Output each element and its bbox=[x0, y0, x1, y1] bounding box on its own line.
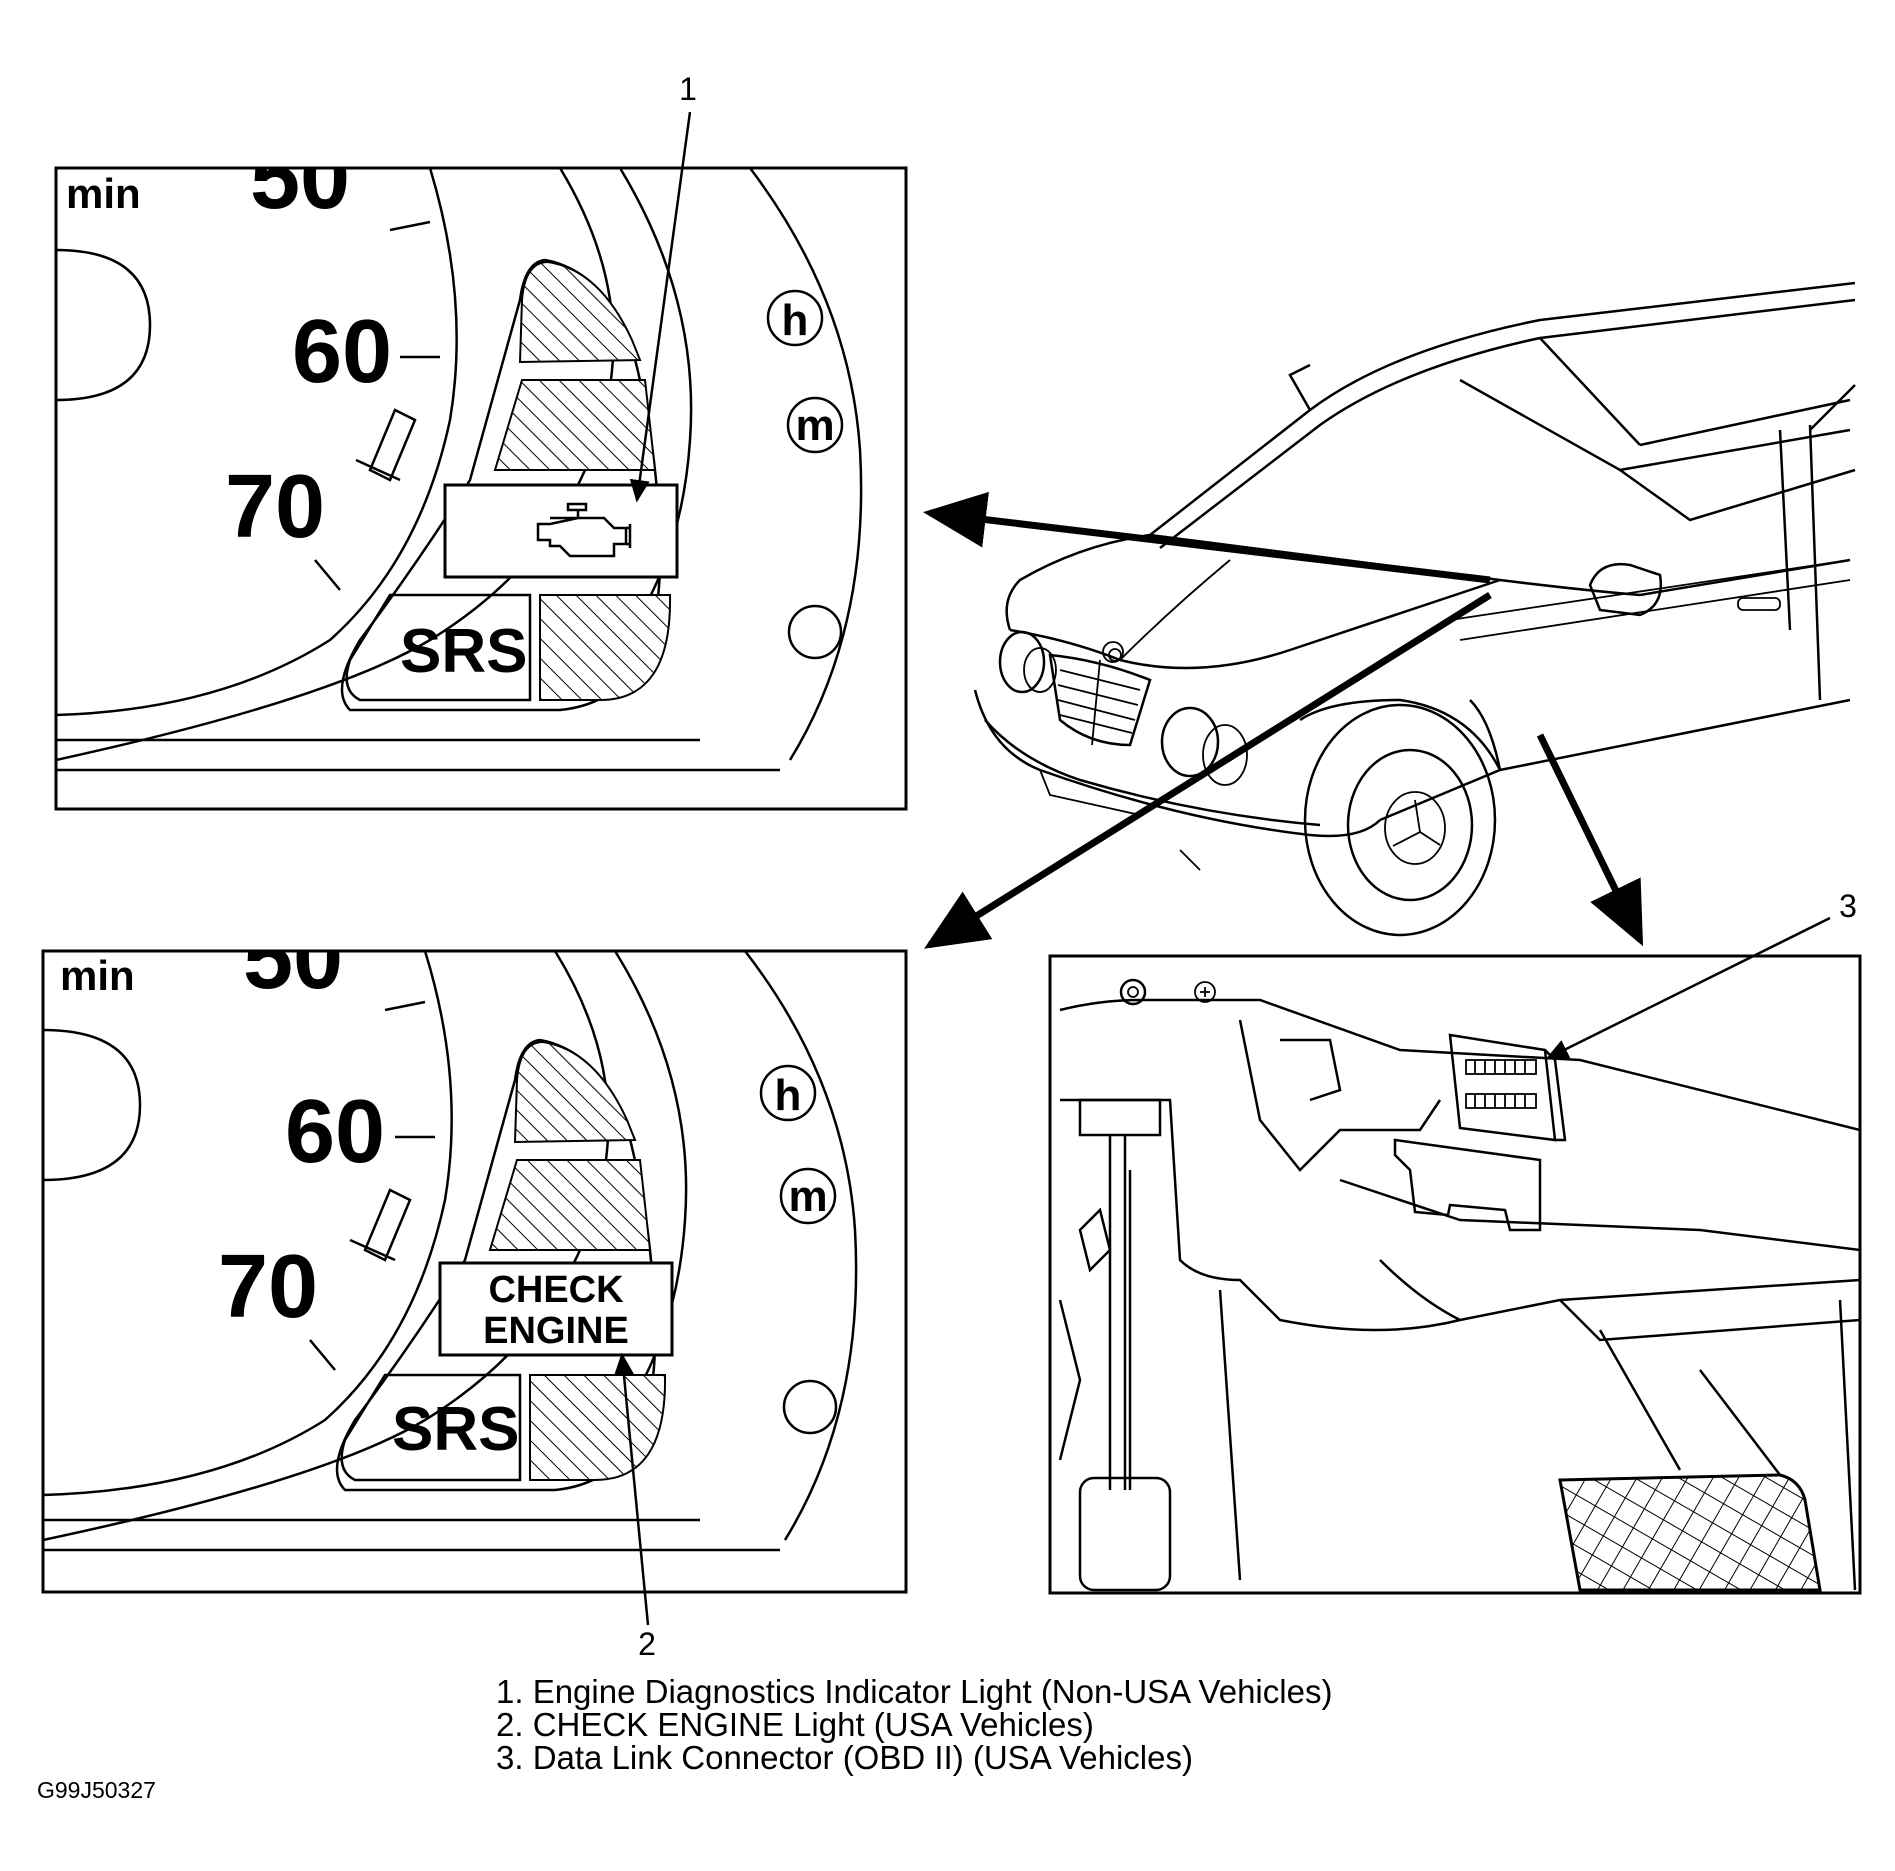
pointer-arrows bbox=[923, 491, 1644, 949]
srs-label: SRS bbox=[400, 617, 527, 686]
callout-number: 1 bbox=[679, 71, 697, 107]
minute-circle bbox=[786, 396, 844, 454]
hour-label: h bbox=[775, 1071, 802, 1120]
gauge-number-60: 60 bbox=[285, 1082, 385, 1182]
engine-icon bbox=[536, 502, 632, 558]
accelerator-pedal bbox=[1558, 1473, 1822, 1592]
legend-item-1: 1. Engine Diagnostics Indicator Light (N… bbox=[496, 1673, 1332, 1710]
hour-circle bbox=[766, 289, 824, 347]
callout-1: 1 bbox=[629, 71, 697, 503]
arrow-to-bottom-right bbox=[1536, 733, 1644, 947]
hour-circle bbox=[759, 1064, 817, 1122]
minute-label: m bbox=[795, 401, 834, 450]
panel-bottom-right bbox=[1048, 954, 1862, 1595]
check-engine-light bbox=[438, 1261, 674, 1357]
check-engine-line1: CHECK bbox=[488, 1269, 624, 1311]
panel-bottom-left: min 50 60 70 h m CHECK ENGINE SRS bbox=[41, 908, 908, 1594]
gauge-number-70: 70 bbox=[225, 457, 325, 557]
hour-label: h bbox=[782, 296, 809, 345]
reset-knob bbox=[787, 604, 843, 660]
arrow-to-bottom-left bbox=[924, 592, 1492, 949]
callout-3: 3 bbox=[1545, 888, 1857, 1060]
callout-number: 3 bbox=[1839, 888, 1857, 924]
unit-label-min: min bbox=[66, 170, 141, 217]
gauge-number-70: 70 bbox=[218, 1237, 318, 1337]
legend: 1. Engine Diagnostics Indicator Light (N… bbox=[496, 1673, 1332, 1776]
reset-knob bbox=[782, 1379, 838, 1435]
unit-label-min: min bbox=[60, 952, 135, 999]
callout-leader bbox=[1545, 916, 1831, 1060]
legend-item-2: 2. CHECK ENGINE Light (USA Vehicles) bbox=[496, 1706, 1094, 1743]
callout-2: 2 bbox=[613, 1352, 656, 1662]
srs-label: SRS bbox=[392, 1395, 519, 1464]
arrow-to-top-left bbox=[923, 491, 1491, 584]
gauge-number-60: 60 bbox=[292, 302, 392, 402]
figure-id: G99J50327 bbox=[37, 1777, 156, 1803]
callout-leader bbox=[613, 1352, 650, 1626]
minute-circle bbox=[779, 1167, 837, 1225]
panel-top-left: min 50 60 70 h m SRS bbox=[54, 128, 908, 811]
legend-item-3: 3. Data Link Connector (OBD II) (USA Veh… bbox=[496, 1739, 1193, 1776]
car-illustration bbox=[973, 281, 1856, 937]
minute-label: m bbox=[788, 1172, 827, 1221]
callout-leader bbox=[629, 111, 692, 503]
gauge-number-50: 50 bbox=[250, 128, 350, 228]
check-engine-line2: ENGINE bbox=[483, 1310, 629, 1352]
gauge-number-50: 50 bbox=[243, 908, 343, 1008]
callout-number: 2 bbox=[638, 1626, 656, 1662]
brake-pedal bbox=[1078, 1476, 1172, 1592]
